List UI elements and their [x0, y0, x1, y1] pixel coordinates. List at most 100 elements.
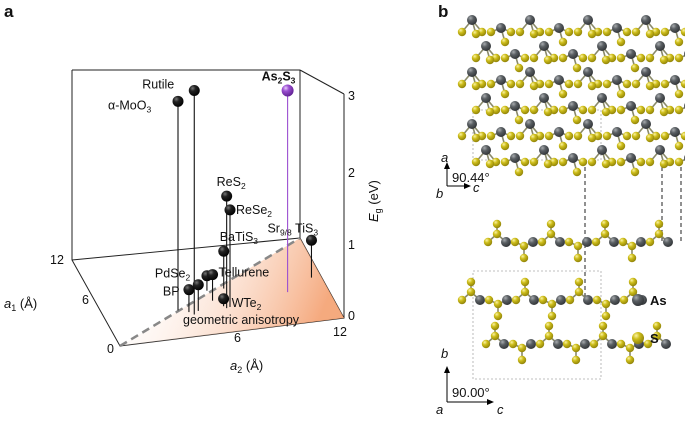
s-atom-249	[564, 131, 574, 141]
as-atom-97	[626, 49, 636, 59]
s-atom-381	[645, 237, 655, 247]
s-atom-412	[547, 311, 557, 321]
s-atom-370	[600, 219, 610, 229]
s-atom-433	[628, 277, 638, 287]
s-atom-138	[558, 89, 568, 99]
bottom-crystal-axes: b a c 90.00°	[436, 346, 504, 417]
s-atom-472	[616, 339, 626, 349]
point-rese-3	[224, 204, 236, 216]
s-atom-124	[500, 89, 510, 99]
s-atom-115	[457, 79, 467, 89]
as-atom-279	[670, 127, 680, 137]
bonds-layer	[461, 19, 685, 360]
as-atom-286	[481, 145, 491, 155]
as-atom-403	[529, 295, 539, 305]
s-atom-271	[645, 133, 655, 143]
as-atom-174	[481, 93, 491, 103]
s-atom-39	[622, 27, 632, 37]
s-atom-423	[592, 295, 602, 305]
s-atom-426	[601, 311, 611, 321]
as-atom-34	[583, 15, 593, 25]
as-atom-328	[655, 145, 665, 155]
points-layer	[172, 84, 317, 305]
as-atom-321	[626, 153, 636, 163]
s-atom-397	[493, 299, 503, 309]
as-atom-104	[655, 41, 665, 51]
s-atom-53	[680, 27, 685, 37]
s-atom-467	[598, 331, 608, 341]
s-atom-208	[630, 115, 640, 125]
s-atom-458	[562, 339, 572, 349]
s-atom-145	[587, 81, 597, 91]
label-bp: BP	[163, 285, 180, 299]
label-batis: BaTiS3	[220, 230, 259, 246]
s-atom-194	[572, 115, 582, 125]
s-atom-465	[589, 339, 599, 349]
s-atom-19	[529, 29, 539, 39]
s-atom-318	[616, 157, 626, 167]
s-atom-292	[514, 167, 524, 177]
legend-s-label: S	[650, 331, 659, 346]
s-atom-374	[618, 237, 628, 247]
as-atom-293	[510, 153, 520, 163]
s-atom-411	[547, 299, 557, 309]
as-atom-375	[636, 237, 646, 247]
as-atom-160	[641, 67, 651, 77]
s-atom-159	[645, 81, 655, 91]
s-atom-339	[483, 237, 493, 247]
as-atom-314	[597, 145, 607, 155]
s-atom-404	[520, 287, 530, 297]
s-atom-151	[622, 79, 632, 89]
s-atom-236	[500, 141, 510, 151]
s-atom-327	[659, 159, 669, 169]
point-rutile-0	[188, 84, 200, 96]
atom-legend: As S	[632, 293, 667, 346]
s-atom-80	[558, 53, 568, 63]
as-atom-188	[539, 93, 549, 103]
s-atom-398	[493, 311, 503, 321]
s-atom-59	[471, 53, 481, 63]
s-atom-234	[486, 131, 496, 141]
as-atom-452	[553, 339, 563, 349]
a1-axis-ticks: 12 6 0	[50, 253, 114, 356]
s-atom-117	[471, 81, 481, 91]
label-sr: Sr9/8 TiS3	[267, 221, 318, 237]
s-atom-24	[544, 27, 554, 37]
s-atom-276	[660, 131, 670, 141]
s-atom-419	[574, 277, 584, 287]
top-axis-up-arrow	[444, 162, 450, 169]
as-atom-202	[597, 93, 607, 103]
s-atom-52	[660, 27, 670, 37]
s-atom-348	[519, 241, 529, 251]
s-atom-257	[587, 133, 597, 143]
s-atom-263	[622, 131, 632, 141]
s-atom-229	[471, 133, 481, 143]
s-atom-101	[645, 53, 655, 63]
as-atom-410	[556, 295, 566, 305]
eg-axis-ticks: 0 1 2 3	[348, 89, 355, 323]
as-atom-181	[510, 101, 520, 111]
s-atom-180	[514, 115, 524, 125]
s-atom-207	[636, 105, 646, 115]
eg-tick-3: 3	[348, 89, 355, 103]
s-atom-241	[515, 131, 525, 141]
s-atom-362	[573, 241, 583, 251]
box-floor-back-edge	[71, 237, 301, 261]
s-atom-418	[574, 287, 584, 297]
as-atom-368	[609, 237, 619, 247]
as-atom-139	[554, 75, 564, 85]
s-atom-264	[616, 141, 626, 151]
s-atom-353	[537, 237, 547, 247]
s-atom-54	[674, 37, 684, 47]
label-pdse: PdSe2	[155, 267, 191, 283]
s-atom-283	[471, 157, 481, 167]
as-atom-230	[467, 119, 477, 129]
s-atom-187	[543, 107, 553, 117]
s-atom-474	[625, 343, 635, 353]
s-atom-356	[546, 219, 556, 229]
s-atom-250	[558, 141, 568, 151]
s-atom-87	[587, 53, 597, 63]
a1-tick-12: 12	[50, 253, 64, 267]
